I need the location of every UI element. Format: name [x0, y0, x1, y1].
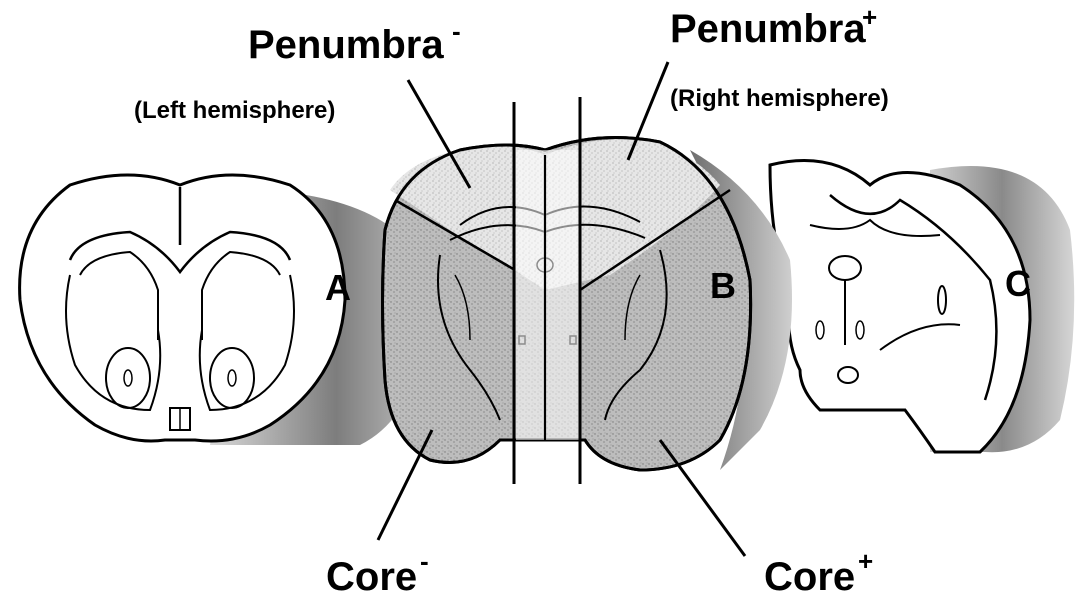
penumbra-right-superscript: +: [862, 2, 877, 32]
penumbra-right-label: Penumbra: [670, 7, 866, 51]
core-right-superscript: +: [858, 546, 873, 576]
slice-c: [770, 161, 1074, 453]
section-b-label: B: [710, 265, 736, 306]
right-hemisphere-label: (Right hemisphere): [670, 85, 889, 112]
core-right-label: Core: [764, 555, 855, 598]
core-left-label: Core: [326, 555, 417, 598]
core-left-pointer: [378, 430, 432, 540]
section-c-label: C: [1005, 263, 1031, 304]
slice-a: [20, 175, 345, 441]
penumbra-left-label: Penumbra: [248, 23, 444, 67]
section-a-label: A: [325, 267, 351, 308]
left-hemisphere-label: (Left hemisphere): [134, 97, 335, 124]
penumbra-left-superscript: -: [452, 16, 461, 46]
slice-a-outline: [20, 175, 345, 441]
slice-b-central-strip: [516, 150, 580, 440]
core-left-superscript: -: [420, 546, 429, 576]
